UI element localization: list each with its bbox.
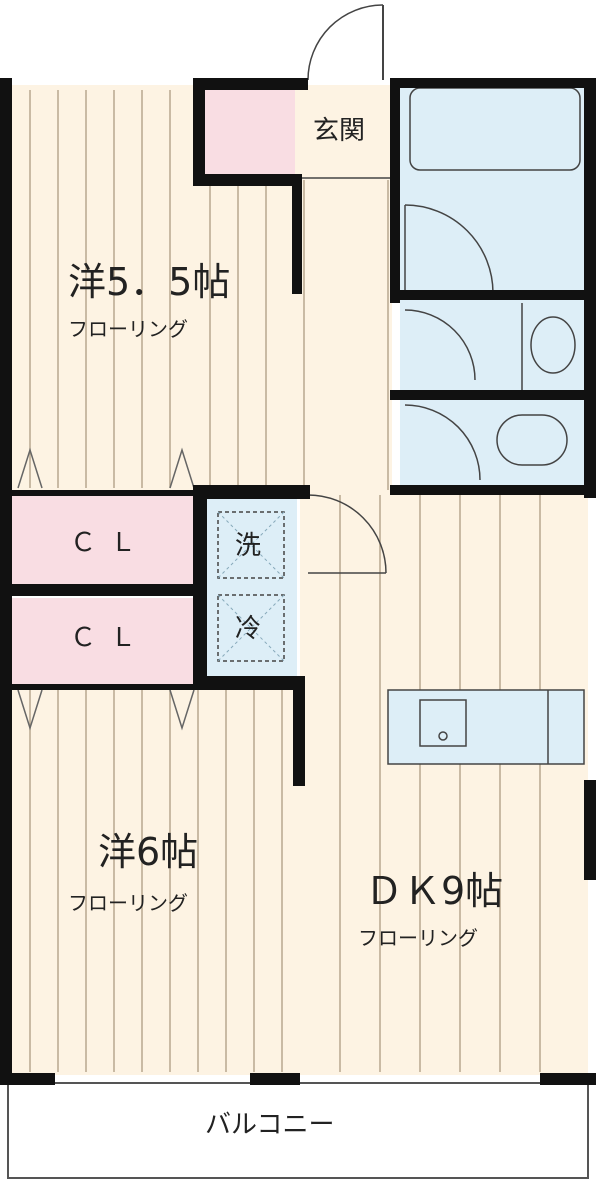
entrance-label: 玄関 [313,116,366,146]
entrance [300,4,392,180]
dk-floor [300,490,588,1075]
bathtub [409,87,581,171]
bathroom [400,80,588,294]
room-western-1-name: 洋5．5帖 [68,260,231,304]
front-door-arc [307,4,384,81]
closet-1 [12,496,198,586]
closet-door-marks [17,447,195,731]
sink [530,316,576,374]
dk-name: ＤＫ9帖 [365,869,504,913]
walls [0,78,596,1085]
toilet-room [400,400,588,488]
fridge-label: 冷 [235,614,262,644]
washer-space [205,498,297,680]
kitchen-counter [387,689,585,765]
washroom-door-arc [404,309,476,381]
dk-door-arc [307,494,387,574]
balcony [7,1082,589,1179]
washer-label: 洗 [235,531,262,561]
bathroom-door-arc [404,204,494,294]
washroom [400,297,588,397]
toilet [496,414,568,466]
room-western-1-floor-label: フローリング [68,317,188,341]
shoe-closet [205,88,295,176]
closet-2 [12,598,198,686]
room-western-2-name: 洋6帖 [98,830,199,874]
balcony-label: バルコニー [205,1110,335,1140]
toilet-door-arc [404,404,481,481]
room-western-2-floor-label: フローリング [68,891,188,915]
dk-floor-label: フローリング [358,926,478,950]
closet-1-label: ＣＬ [70,528,151,558]
room-western-2-floor [8,685,300,1075]
closet-2-label: ＣＬ [70,623,151,653]
